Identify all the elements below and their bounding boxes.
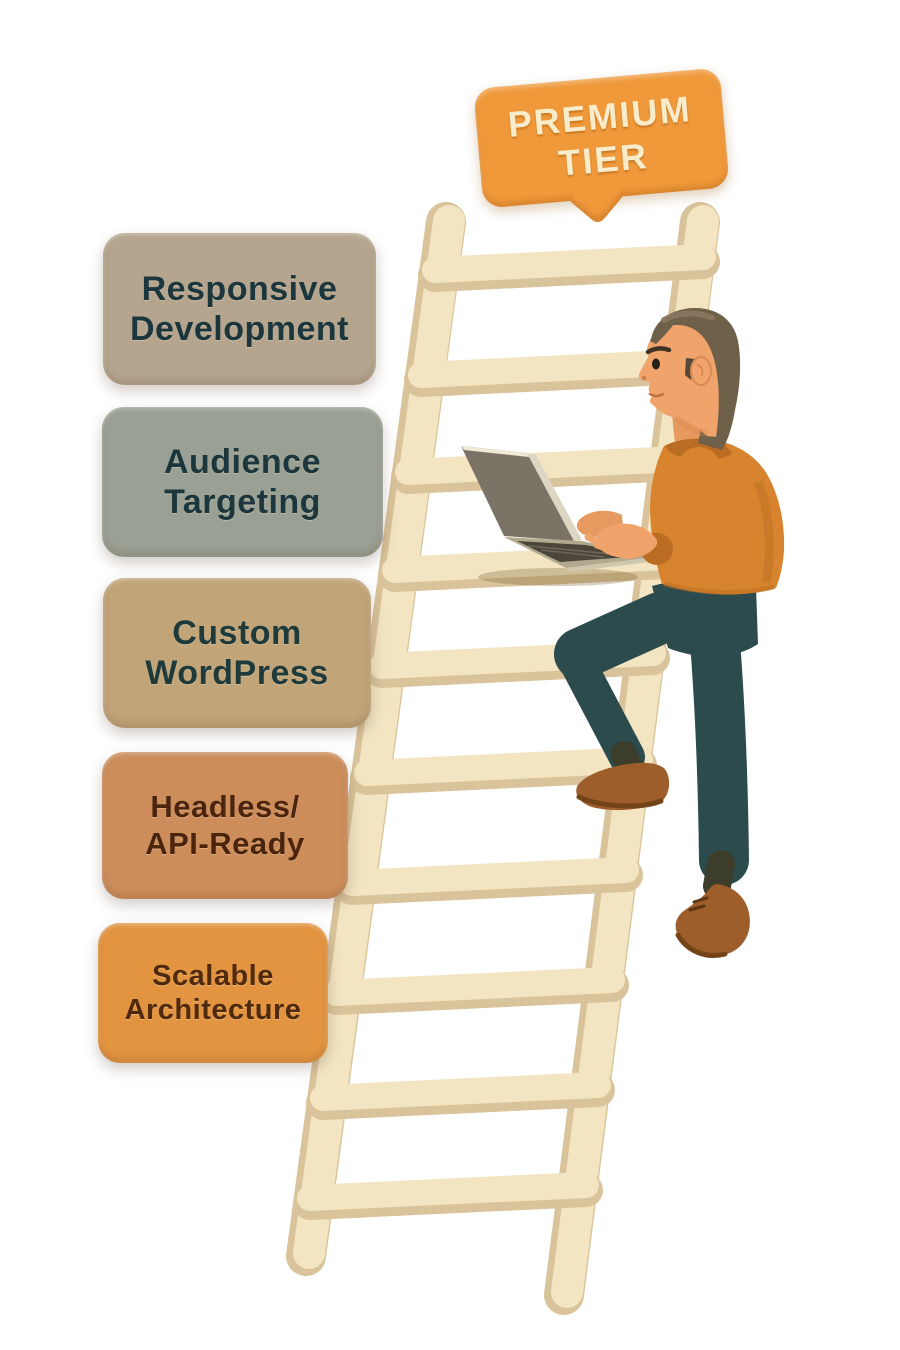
card-label-line: Scalable <box>152 959 274 992</box>
mouth <box>648 392 665 398</box>
laptop <box>461 446 658 586</box>
laptop-shadow <box>478 568 638 586</box>
ear-inner <box>696 364 704 377</box>
bent-thigh <box>554 592 686 680</box>
feature-card-scalable-architecture: Scalable Architecture <box>98 923 328 1063</box>
shoe-laces <box>688 896 709 912</box>
ladder-rungs <box>297 244 716 1211</box>
sweater-hem-shade <box>663 581 775 595</box>
character-legs <box>554 579 758 958</box>
laptop-screen <box>461 446 574 541</box>
feature-card-custom-wordpress: Custom WordPress <box>103 578 371 728</box>
fingers <box>584 533 634 560</box>
card-label-line: Targeting <box>164 483 321 521</box>
ladder <box>286 202 720 1315</box>
eye <box>652 358 660 370</box>
card-label-line: Responsive <box>141 269 338 308</box>
sweater-back-shade <box>753 480 774 583</box>
hair-highlight <box>661 310 715 323</box>
hair-quiff <box>650 321 676 344</box>
jaw-shade <box>674 416 708 437</box>
laptop-key-rows <box>527 545 623 558</box>
badge-line-2: TIER <box>556 135 650 184</box>
feature-card-headless-api-ready: Headless/ API-Ready <box>102 752 348 899</box>
premium-tier-badge: PREMIUM TIER <box>473 67 730 226</box>
upper-arm <box>677 447 735 561</box>
card-label-line: Headless/ <box>150 788 300 824</box>
card-label-line: Audience <box>163 442 322 481</box>
feature-card-responsive-development: Responsive Development <box>103 233 376 385</box>
card-label-line: Custom <box>172 613 302 652</box>
laptop-front-lip <box>566 557 658 572</box>
shoe-on-rung <box>576 762 670 811</box>
card-label-line: WordPress <box>145 654 329 692</box>
eyebrow <box>645 346 672 355</box>
shoe-hanging <box>675 884 750 956</box>
bent-shin <box>558 642 645 775</box>
laptop-screen-top-rim <box>461 446 529 457</box>
shoe-hanging-sole <box>675 932 728 958</box>
sock-right <box>703 850 735 900</box>
character-arm <box>576 447 735 565</box>
card-label-line: Development <box>130 310 349 348</box>
face <box>638 325 719 437</box>
card-label-line: API-Ready <box>145 825 305 861</box>
hanging-leg <box>689 605 749 885</box>
character-head <box>638 307 741 450</box>
nostril <box>642 376 646 380</box>
feature-card-audience-targeting: Audience Targeting <box>102 407 383 557</box>
ear <box>690 356 712 386</box>
card-label-line: Architecture <box>124 994 302 1026</box>
shoe-on-rung-sole <box>576 794 664 809</box>
laptop-screen-edge <box>527 453 582 541</box>
